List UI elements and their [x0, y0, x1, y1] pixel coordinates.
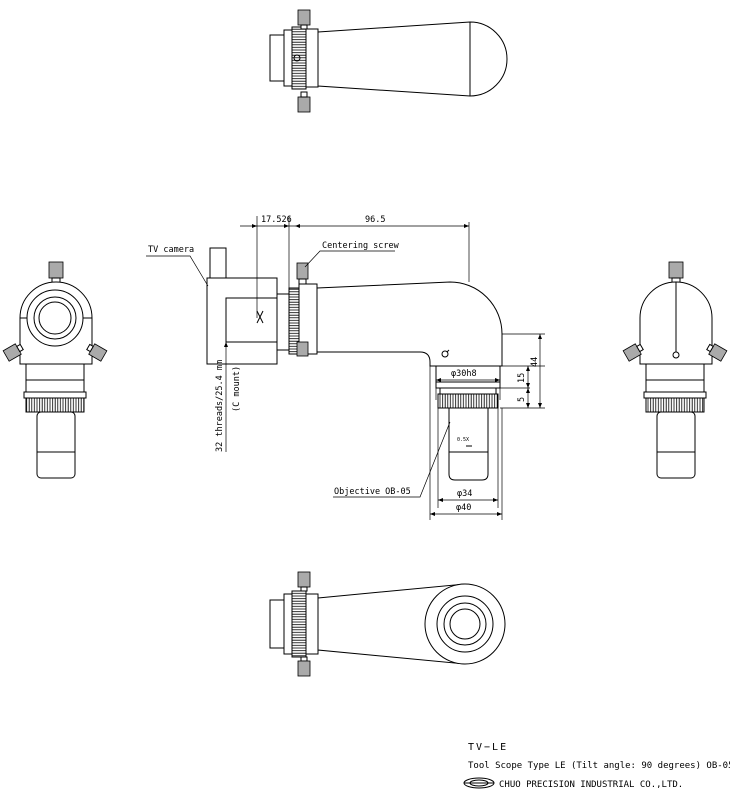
- model-title: TV−LE: [468, 742, 508, 753]
- dimension-96-5: 96.5: [365, 215, 385, 225]
- diameter-34-label: φ34: [457, 489, 472, 499]
- thread-spec-label: 32 threads/25.4 mm: [215, 360, 225, 452]
- elbow-arm: [316, 281, 503, 367]
- side-view: 0.5X: [206, 247, 503, 481]
- front-view: [2, 261, 108, 479]
- dimension-15: 15: [517, 373, 527, 383]
- dimension-5: 5: [517, 397, 527, 402]
- rear-view-screw-top: [668, 261, 684, 279]
- bottom-view: [269, 571, 506, 677]
- bottom-view-screw-top: [297, 571, 311, 588]
- objective-lens: [448, 407, 489, 481]
- company-logo: [463, 777, 495, 789]
- company-name: CHUO PRECISION INDUSTRIAL CO.,LTD.: [499, 780, 683, 790]
- top-view-arm: [317, 21, 508, 97]
- tv-camera-label: TV camera: [148, 245, 194, 255]
- diameter-40-label: φ40: [456, 503, 471, 513]
- rear-view: [622, 261, 728, 479]
- tv-camera-cable: [209, 247, 227, 279]
- top-view-screw-bottom: [297, 96, 311, 113]
- thread-mount-label: (C mount): [232, 366, 242, 412]
- objective-marking-label: 0.5X: [457, 437, 469, 443]
- top-view-screw-top: [297, 9, 311, 26]
- front-view-screw-top: [48, 261, 64, 279]
- centering-screw-label: Centering screw: [322, 241, 400, 251]
- front-view-knurl: [25, 397, 85, 413]
- objective-knurl: [437, 393, 499, 409]
- bottom-view-knurl-ring: [291, 590, 307, 658]
- rear-view-knurl: [645, 397, 705, 413]
- dimension-17-526: 17.526: [261, 215, 292, 225]
- top-view: [269, 9, 508, 113]
- top-view-flange: [269, 34, 285, 82]
- bottom-view-screw-bottom: [297, 660, 311, 677]
- model-description: Tool Scope Type LE (Tilt angle: 90 degre…: [468, 761, 730, 771]
- side-view-dimensions: 17.526 96.5 TV camera Centering screw φ3…: [146, 215, 545, 520]
- bore-diameter-label: φ30h8: [451, 369, 477, 379]
- objective-label: Objective OB-05: [334, 487, 411, 497]
- dimension-44: 44: [530, 357, 540, 367]
- title-block: TV−LE Tool Scope Type LE (Tilt angle: 90…: [463, 742, 730, 790]
